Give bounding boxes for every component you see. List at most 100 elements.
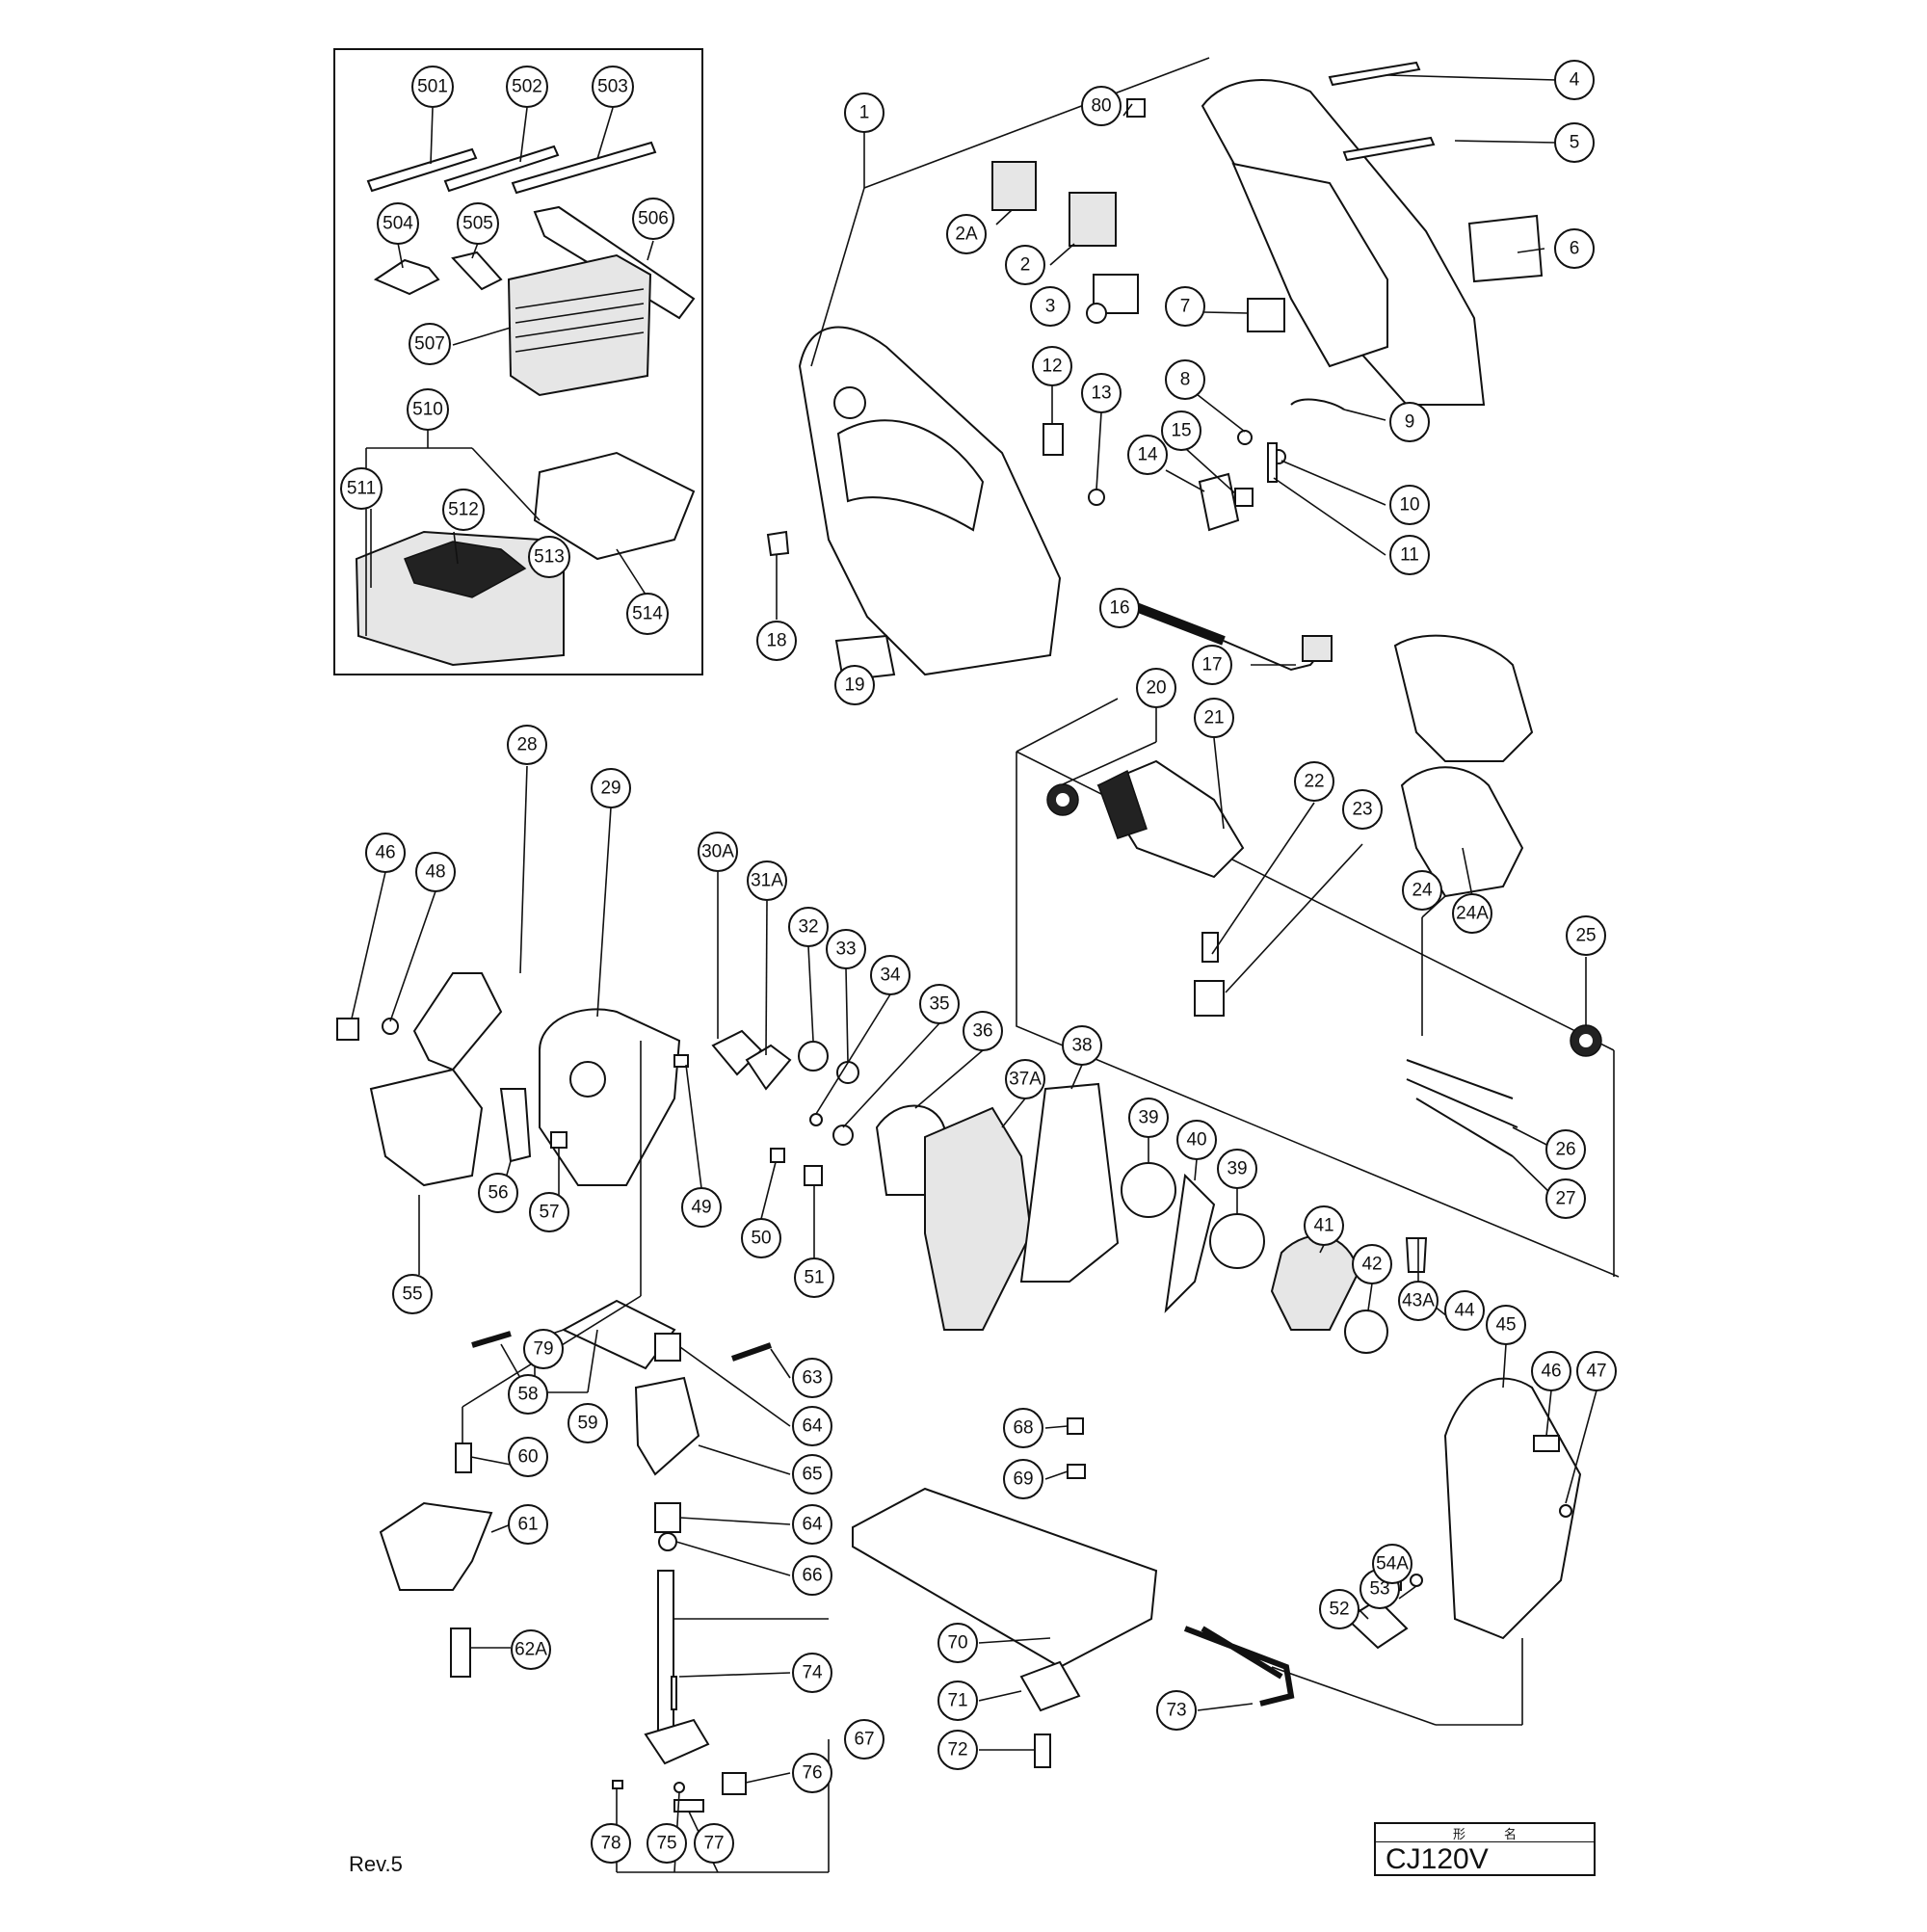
callout-27: 27 — [1545, 1178, 1586, 1219]
svg-text:4: 4 — [1570, 70, 1580, 91]
callout-61: 61 — [508, 1504, 548, 1545]
blade-holder — [644, 1718, 710, 1765]
svg-text:36: 36 — [972, 1021, 992, 1042]
callout-502: 502 — [506, 66, 548, 108]
callout-42: 42 — [1352, 1244, 1392, 1284]
callout-35: 35 — [919, 984, 960, 1024]
bracket-11 — [1267, 442, 1278, 483]
callout-511: 511 — [340, 467, 383, 510]
case-insert-512 — [404, 541, 527, 598]
svg-text:15: 15 — [1171, 421, 1191, 441]
svg-text:514: 514 — [632, 604, 663, 624]
callout-43A: 43A — [1398, 1281, 1439, 1321]
plug-17 — [1302, 635, 1333, 662]
svg-text:73: 73 — [1166, 1701, 1186, 1721]
accessory-parts — [355, 141, 696, 667]
model-header: 形 名 — [1376, 1824, 1594, 1842]
callout-34: 34 — [870, 955, 911, 995]
callout-30A: 30A — [698, 832, 738, 872]
screw-18 — [766, 530, 790, 557]
callout-68: 68 — [1003, 1408, 1043, 1448]
svg-text:16: 16 — [1109, 598, 1129, 619]
carbon-brush-22 — [1201, 932, 1219, 963]
screw-15 — [1234, 488, 1254, 507]
internal-wire-9 — [1290, 398, 1345, 410]
callout-65: 65 — [792, 1454, 832, 1495]
screw-50 — [770, 1148, 785, 1163]
callout-75: 75 — [647, 1823, 687, 1864]
svg-text:80: 80 — [1091, 96, 1111, 117]
callout-512: 512 — [442, 489, 485, 531]
callout-36: 36 — [963, 1011, 1003, 1051]
svg-text:14: 14 — [1137, 445, 1158, 465]
callout-71: 71 — [937, 1681, 978, 1721]
svg-text:54A: 54A — [1376, 1554, 1409, 1575]
carrying-case-507 — [507, 253, 652, 397]
svg-text:43A: 43A — [1402, 1291, 1435, 1311]
callout-18: 18 — [756, 621, 797, 661]
pin-63 — [731, 1342, 772, 1362]
callout-12: 12 — [1032, 346, 1072, 386]
callout-46-left: 46 — [365, 833, 406, 873]
case-ribs — [515, 288, 645, 353]
svg-text:44: 44 — [1454, 1301, 1475, 1321]
svg-text:67: 67 — [854, 1730, 874, 1750]
svg-text:37A: 37A — [1009, 1070, 1042, 1090]
housing-knob — [833, 386, 866, 419]
hex-wrench-73 — [1183, 1626, 1295, 1707]
callout-14: 14 — [1127, 435, 1168, 475]
callout-16: 16 — [1099, 588, 1140, 628]
svg-text:507: 507 — [414, 334, 445, 355]
callout-74: 74 — [792, 1653, 832, 1693]
svg-text:5: 5 — [1570, 133, 1580, 153]
svg-text:56: 56 — [488, 1183, 508, 1204]
gear-housing-bore — [569, 1061, 606, 1098]
screw-78 — [612, 1780, 623, 1789]
callout-46-right: 46 — [1531, 1351, 1571, 1391]
svg-text:25: 25 — [1575, 926, 1596, 946]
svg-text:19: 19 — [844, 675, 864, 696]
ball-54A — [1410, 1574, 1423, 1587]
svg-text:17: 17 — [1201, 655, 1222, 675]
svg-text:42: 42 — [1361, 1255, 1382, 1275]
callout-28: 28 — [507, 725, 547, 765]
callout-39-b: 39 — [1217, 1149, 1257, 1189]
svg-text:61: 61 — [517, 1515, 538, 1535]
callout-77: 77 — [694, 1823, 734, 1864]
svg-text:29: 29 — [600, 779, 620, 799]
holder-79 — [561, 1299, 676, 1370]
svg-text:57: 57 — [539, 1203, 559, 1223]
sleeve-12 — [1043, 423, 1064, 456]
accessory-frame — [333, 48, 703, 675]
callout-67: 67 — [844, 1719, 884, 1760]
svg-text:3: 3 — [1045, 297, 1056, 317]
callout-72: 72 — [937, 1730, 978, 1770]
washer-33 — [836, 1061, 859, 1084]
callout-69: 69 — [1003, 1459, 1043, 1499]
spring-60 — [455, 1442, 472, 1473]
screw-51 — [804, 1165, 823, 1186]
callout-25: 25 — [1566, 915, 1606, 956]
svg-text:8: 8 — [1180, 370, 1191, 390]
screw-46-right — [1533, 1435, 1560, 1452]
svg-text:39: 39 — [1138, 1108, 1158, 1128]
svg-text:78: 78 — [600, 1834, 620, 1854]
svg-text:41: 41 — [1313, 1216, 1333, 1236]
svg-text:51: 51 — [804, 1268, 824, 1288]
svg-text:59: 59 — [577, 1414, 597, 1434]
switch-2 — [1069, 192, 1117, 247]
model-header-right: 名 — [1504, 1826, 1518, 1841]
svg-text:9: 9 — [1405, 412, 1415, 433]
callout-44: 44 — [1444, 1290, 1485, 1331]
callout-513: 513 — [528, 536, 570, 578]
callout-39-a: 39 — [1128, 1098, 1169, 1138]
svg-text:35: 35 — [929, 994, 949, 1015]
svg-text:53: 53 — [1369, 1579, 1389, 1600]
callout-59: 59 — [568, 1403, 608, 1443]
svg-text:45: 45 — [1495, 1315, 1516, 1336]
spring-49 — [673, 1054, 689, 1068]
svg-text:71: 71 — [947, 1691, 967, 1711]
callout-63: 63 — [792, 1358, 832, 1398]
